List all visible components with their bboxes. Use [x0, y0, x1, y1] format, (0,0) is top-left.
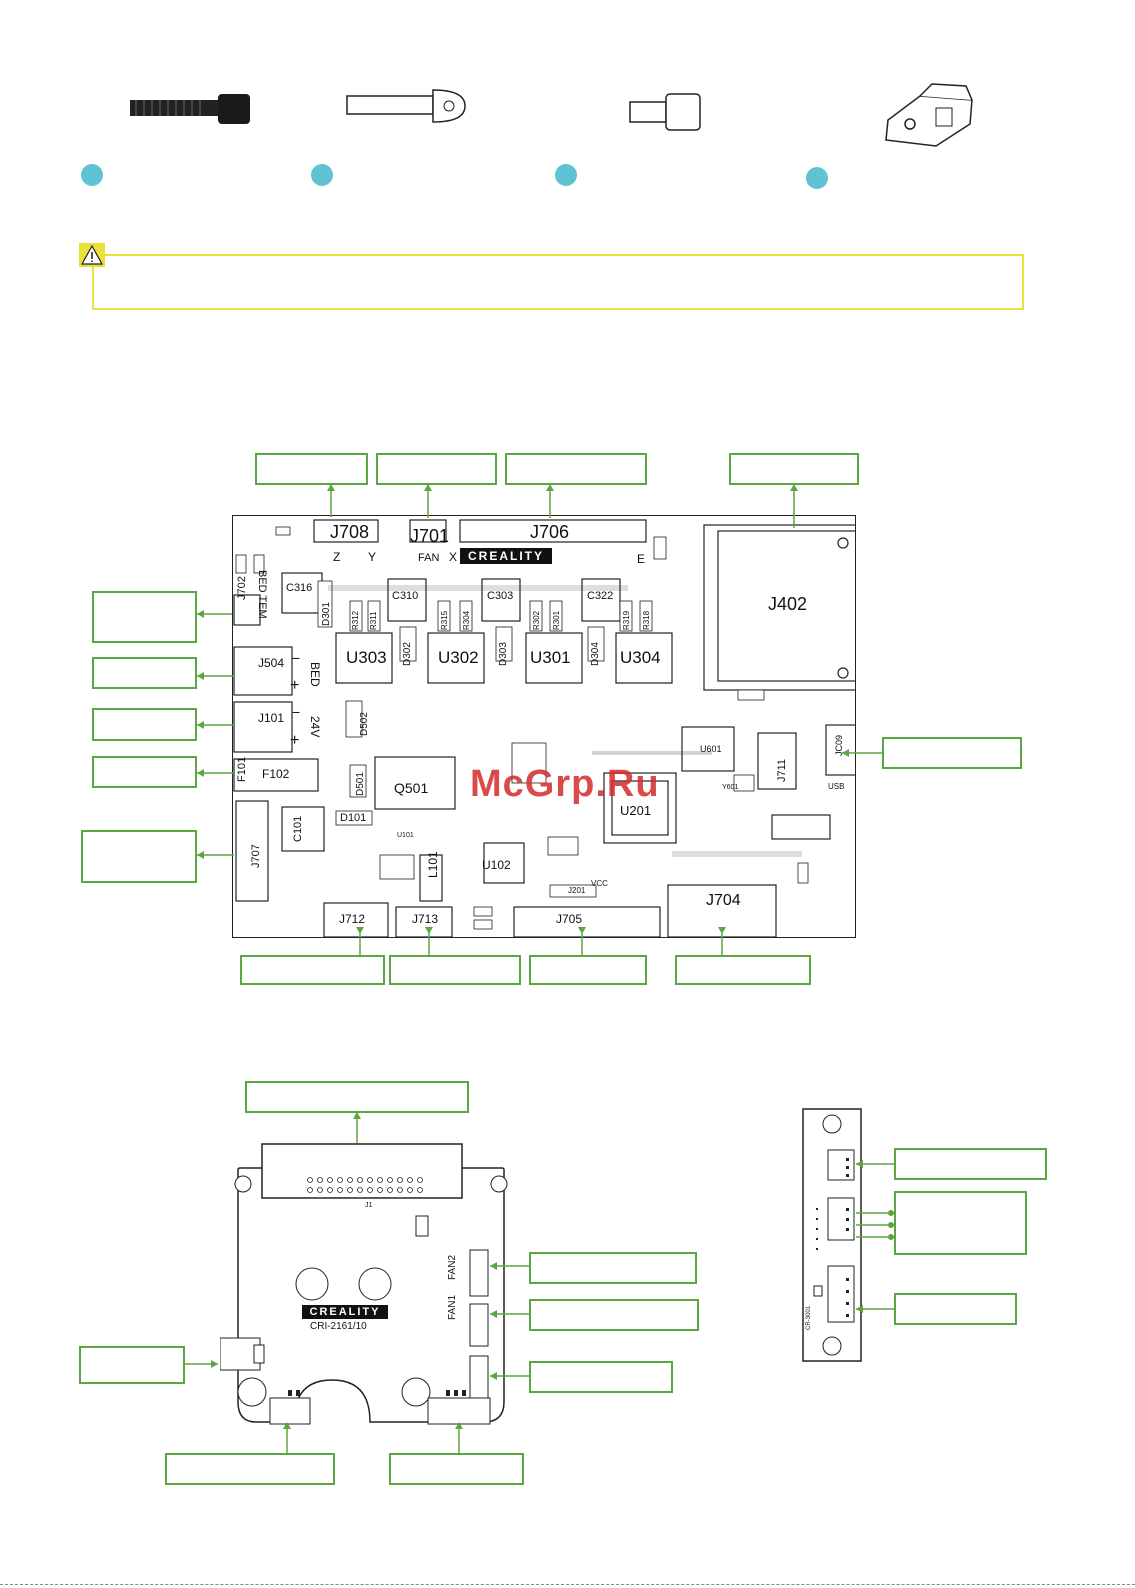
side-board: [802, 1108, 862, 1362]
callout-box-j706: [505, 453, 647, 485]
axis-e-label: E: [637, 552, 646, 566]
connector-j713-label: J713: [412, 912, 439, 926]
v24-minus-label: −: [292, 704, 301, 720]
connector-j101-label: J101: [258, 711, 285, 725]
item-marker-dot: [311, 164, 333, 186]
callout-box-j705: [529, 955, 647, 985]
bed-plus-label: +: [290, 677, 300, 694]
connector-j706-label: J706: [530, 522, 570, 542]
callout-box-head-j2: [389, 1453, 524, 1485]
callout-box-head-j3: [529, 1361, 673, 1393]
callout-box-j704: [675, 955, 811, 985]
connector-j708-label: J708: [330, 522, 370, 542]
v24-plus-label: +: [290, 732, 300, 749]
callout-box-f101: [92, 756, 197, 788]
callout-box-j708: [255, 453, 368, 485]
component-u102-label: U102: [482, 858, 511, 872]
vcc-label: VCC: [591, 879, 608, 888]
component-u302-label: U302: [438, 648, 479, 667]
fuse-f102-label: F102: [262, 767, 290, 781]
callout-box-j712: [240, 955, 385, 985]
watermark: McGrp.Ru: [470, 763, 660, 805]
callout-box-fan2: [529, 1252, 697, 1284]
item-marker-dot: [806, 167, 828, 189]
component-u303-label: U303: [346, 648, 387, 667]
screw-icon: [128, 90, 258, 130]
connector-j701-label: J701: [410, 526, 450, 546]
callout-box-j402: [729, 453, 859, 485]
main-board-traces: [233, 519, 856, 938]
short-bolt-icon: [628, 92, 704, 132]
callout-box-j504: [92, 657, 197, 689]
callout-box-fan1: [529, 1299, 699, 1331]
component-u201-label: U201: [620, 803, 652, 818]
callout-box-side-j1: [894, 1293, 1017, 1325]
callout-box-j101: [92, 708, 197, 741]
callout-box-head-j1: [245, 1081, 469, 1113]
warning-icon: [79, 243, 105, 267]
callout-box-j713: [389, 955, 521, 985]
component-c310-label: C310: [392, 590, 419, 602]
callout-box-j707: [81, 830, 197, 883]
callout-box-side-j4: [894, 1148, 1047, 1180]
callout-box-usb: [882, 737, 1022, 769]
connector-j712-label: J712: [339, 912, 366, 926]
callout-box-head-j5: [79, 1346, 185, 1384]
component-y601-label: Y601: [722, 784, 739, 791]
creality-logo: CREALITY: [460, 548, 552, 564]
component-c303-label: C303: [487, 590, 514, 602]
component-u304-label: U304: [620, 648, 661, 667]
component-c316-label: C316: [286, 582, 313, 594]
axis-z-label: Z: [333, 550, 341, 564]
callout-box-side-j3: [894, 1191, 1027, 1255]
component-c322-label: C322: [587, 590, 614, 602]
callout-box-j702: [92, 591, 197, 643]
component-u101-label: U101: [397, 832, 414, 839]
fan-label: FAN: [418, 552, 440, 564]
callout-box-head-j6: [165, 1453, 335, 1485]
component-q501-label: Q501: [394, 780, 429, 796]
head-board-model: CRI-2161/10: [310, 1321, 367, 1332]
head-board: [220, 1143, 508, 1425]
connector-j402-label: J402: [768, 594, 808, 614]
bed-minus-label: −: [292, 650, 301, 666]
item-marker-dot: [555, 164, 577, 186]
head-board-j1-label: J1: [365, 1202, 373, 1209]
component-d101-label: D101: [340, 812, 367, 824]
component-u301-label: U301: [530, 648, 571, 667]
connector-j704-label: J704: [706, 892, 741, 909]
connector-j705-label: J705: [556, 912, 583, 926]
component-u601-label: U601: [700, 744, 722, 754]
button-head-screw-icon: [345, 88, 470, 124]
usb-label: USB: [828, 782, 845, 791]
page-bottom-dotted-line: [0, 1584, 1135, 1585]
callout-box-j701: [376, 453, 497, 485]
warning-box: [92, 254, 1024, 310]
axis-y-label: Y: [368, 550, 377, 564]
connector-j201-label: J201: [568, 886, 586, 895]
item-marker-dot: [81, 164, 103, 186]
connector-j504-label: J504: [258, 656, 285, 670]
axis-x-label: X: [449, 550, 458, 564]
head-board-logo: CREALITY: [302, 1305, 388, 1319]
bracket-icon: [880, 80, 980, 150]
